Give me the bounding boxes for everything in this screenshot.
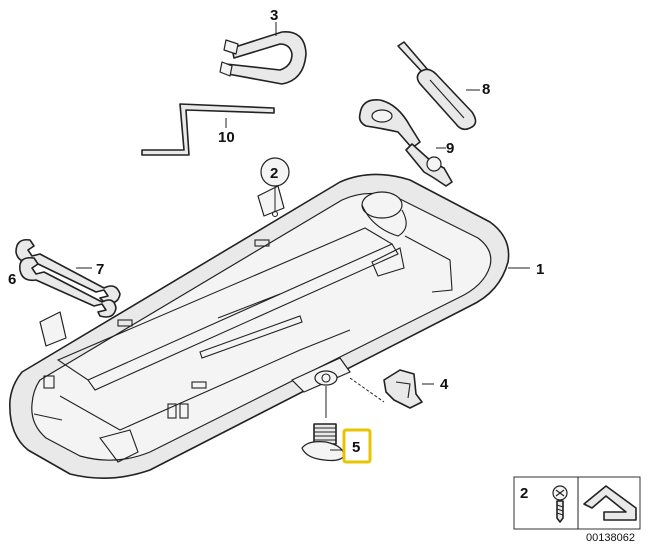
- callout-9[interactable]: 9: [446, 140, 454, 157]
- screw-icon: [552, 485, 568, 523]
- part-10-allen-key: [141, 103, 275, 156]
- callout-6[interactable]: 6: [8, 271, 16, 288]
- part-1-tray: [9, 173, 510, 479]
- part-9-tow-eye: [358, 98, 453, 187]
- callout-5-highlight: [342, 428, 372, 464]
- callout-10[interactable]: 10: [218, 129, 235, 146]
- bracket-arrow-icon: [583, 485, 637, 521]
- part-7-wrenches: [15, 238, 121, 318]
- part-8-screwdriver: [397, 41, 480, 131]
- part-5-screw: [301, 386, 345, 462]
- callout-8[interactable]: 8: [482, 81, 490, 98]
- callout-4[interactable]: 4: [440, 376, 449, 393]
- callout-7[interactable]: 7: [96, 261, 104, 278]
- callout-2[interactable]: 2: [270, 165, 278, 182]
- callout-5[interactable]: 5: [352, 439, 360, 456]
- part-4-clip-nut: [349, 369, 434, 409]
- part-3-clip: [219, 22, 307, 85]
- legend-number: 2: [520, 485, 528, 502]
- legend-box: 2: [513, 476, 641, 530]
- part-2-screw-callout: [260, 157, 290, 218]
- callout-1[interactable]: 1: [536, 261, 544, 278]
- callout-3[interactable]: 3: [270, 7, 278, 24]
- reference-code: 00138062: [586, 532, 635, 544]
